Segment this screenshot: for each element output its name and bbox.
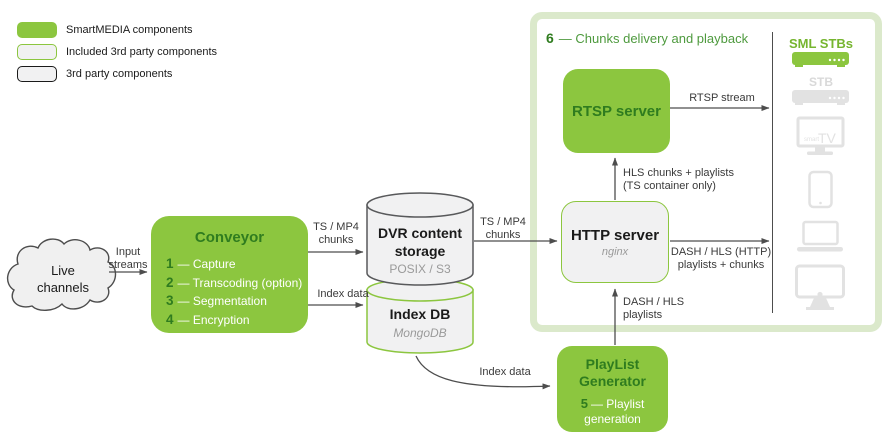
http-server-node: HTTP server nginx	[561, 201, 669, 283]
rtsp-server-title: RTSP server	[572, 102, 661, 120]
http-server-title: HTTP server	[570, 226, 660, 244]
conveyor-step: 4— Encryption	[166, 311, 250, 327]
sml-stbs-label: SML STBs	[788, 36, 854, 51]
index-db-cylinder	[366, 278, 474, 354]
conveyor-steps: 1— Capture 2— Transcoding (option) 3— Se…	[166, 255, 308, 329]
legend-item-3rd-party: 3rd party components	[17, 66, 172, 82]
smart-tv-label-small: smart	[804, 137, 819, 143]
dvr-storage-subtitle: POSIX / S3	[389, 262, 451, 276]
conveyor-step: 2— Transcoding (option)	[166, 274, 303, 290]
delivery-title-text: — Chunks delivery and playback	[558, 31, 749, 46]
edge-label-hls-chunks-playlists: HLS chunks + playlists (TS container onl…	[623, 167, 734, 192]
sml-stb-icon	[792, 52, 849, 67]
http-server-subtitle: nginx	[601, 245, 629, 258]
included-3rd-party-swatch-icon	[17, 44, 57, 60]
edge-label-ts-mp4-chunks-left: TS / MP4 chunks	[313, 221, 359, 246]
smart-tv-icon: smart TV	[796, 116, 845, 155]
conveyor-step: 3— Segmentation	[166, 293, 267, 308]
playlist-generator-title: PlayList Generator	[579, 356, 646, 389]
laptop-icon	[797, 220, 843, 252]
dvr-storage-label: DVR content storage POSIX / S3	[368, 225, 472, 276]
edge-label-index-data-left: Index data	[317, 288, 369, 300]
phone-icon	[808, 170, 833, 209]
index-db-subtitle: MongoDB	[393, 325, 447, 340]
playlist-generator-node: PlayList Generator 5— Playlist generatio…	[557, 346, 668, 432]
edge-label-index-data-bottom: Index data	[479, 366, 531, 378]
edge-label-dash-hls-playlists: DASH / HLS playlists	[623, 296, 685, 321]
conveyor-step: 1— Capture	[166, 256, 236, 271]
stb-icon	[792, 90, 849, 105]
live-channels-label: Live channels	[36, 263, 90, 295]
desktop-icon	[795, 264, 845, 310]
legend-label: SmartMEDIA components	[66, 24, 193, 36]
legend-item-smartmedia: SmartMEDIA components	[17, 22, 193, 38]
3rd-party-swatch-icon	[17, 66, 57, 82]
edge-label-input-streams: Input streams	[108, 246, 148, 271]
playlist-generator-step: 5— Playlist generation	[580, 396, 645, 426]
legend-label: Included 3rd party components	[66, 46, 218, 58]
edge-label-dash-hls-http: DASH / HLS (HTTP) playlists + chunks	[670, 246, 772, 271]
chunks-delivery-title: 6 — Chunks delivery and playback	[546, 30, 748, 48]
delivery-step-number: 6	[546, 30, 554, 46]
index-db-label: Index DB MongoDB	[368, 306, 472, 340]
edge-label-rtsp-stream: RTSP stream	[689, 92, 755, 104]
live-channels-cloud	[7, 238, 117, 311]
dvr-storage-cylinder	[366, 192, 474, 286]
edge-label-ts-mp4-chunks-right: TS / MP4 chunks	[480, 216, 526, 241]
rtsp-server-node: RTSP server	[563, 69, 670, 153]
smartmedia-swatch-icon	[17, 22, 57, 38]
stb-label: STB	[809, 75, 833, 89]
legend-label: 3rd party components	[66, 68, 173, 80]
conveyor-node: Conveyor 1— Capture 2— Transcoding (opti…	[151, 216, 308, 333]
edge-indexdb-to-playlist	[415, 355, 551, 390]
conveyor-title: Conveyor	[194, 229, 265, 246]
smart-tv-label-big: TV	[818, 130, 837, 146]
legend-item-included-3rd-party: Included 3rd party components	[17, 44, 217, 60]
